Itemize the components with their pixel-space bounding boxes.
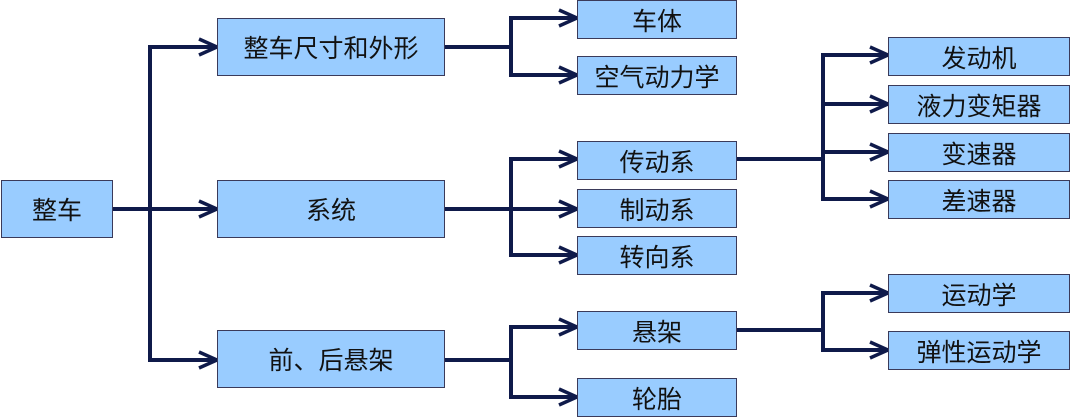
node-differential: 差速器: [888, 180, 1070, 219]
node-engine: 发动机: [888, 37, 1070, 76]
node-steering-system: 转向系: [577, 236, 737, 275]
node-suspension: 悬架: [577, 311, 737, 350]
node-torque-converter: 液力变矩器: [888, 85, 1070, 124]
node-drivetrain: 传动系: [577, 141, 737, 180]
node-systems: 系统: [217, 180, 445, 238]
node-front-rear-suspension: 前、后悬架: [217, 330, 445, 388]
node-tire: 轮胎: [577, 378, 737, 417]
node-brake-system: 制动系: [577, 189, 737, 228]
node-transmission: 变速器: [888, 133, 1070, 172]
node-kinematics: 运动学: [888, 274, 1070, 313]
node-vehicle-size-shape: 整车尺寸和外形: [217, 18, 445, 76]
node-elastokinematics: 弹性运动学: [888, 331, 1070, 370]
node-vehicle: 整车: [1, 180, 113, 238]
node-body: 车体: [577, 0, 737, 39]
node-aerodynamics: 空气动力学: [577, 56, 737, 95]
